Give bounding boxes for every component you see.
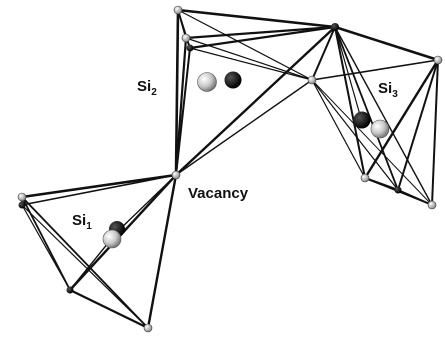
vertex-atom [18, 201, 26, 209]
si3-label-sub: 3 [392, 89, 398, 100]
si2-label: Si2 [137, 78, 157, 98]
si2-light-atom [197, 72, 217, 92]
si1-label-sub: 1 [86, 221, 92, 232]
si1-tetrahedron [20, 173, 178, 330]
si3-label-base: Si [378, 80, 392, 97]
vertex-atom [331, 23, 339, 31]
vacancy-site-atom [171, 170, 181, 180]
vertex-atom [360, 173, 370, 183]
vertex-atom [66, 286, 74, 294]
si2-cage [174, 8, 337, 177]
si3-cage [311, 25, 440, 206]
vertex-atom [394, 186, 402, 194]
si2-label-sub: 2 [151, 87, 157, 98]
vertex-atom [173, 5, 183, 15]
si3-label: Si3 [378, 80, 398, 100]
vertex-atom [433, 55, 443, 65]
vertex-atoms [17, 5, 443, 333]
vertex-atom [181, 33, 191, 43]
si3-dark-atom [353, 111, 371, 129]
si1-light-atom [102, 229, 122, 249]
si1-label-base: Si [72, 212, 86, 229]
vacancy-label: Vacancy [188, 185, 249, 202]
si3-atom-pair [353, 111, 390, 139]
si1-label: Si1 [72, 212, 92, 232]
si1-atom-pair [102, 221, 125, 249]
si2-atom-pair [197, 71, 242, 92]
vertex-atom [143, 323, 153, 333]
vertex-atom [427, 200, 437, 210]
si3-light-atom [370, 119, 390, 139]
cage-bonds [20, 8, 440, 330]
vertex-atom [17, 192, 27, 202]
vertex-atom [307, 75, 317, 85]
vertex-atom [186, 44, 194, 52]
si2-dark-atom [224, 71, 242, 89]
si2-label-base: Si [137, 78, 151, 95]
